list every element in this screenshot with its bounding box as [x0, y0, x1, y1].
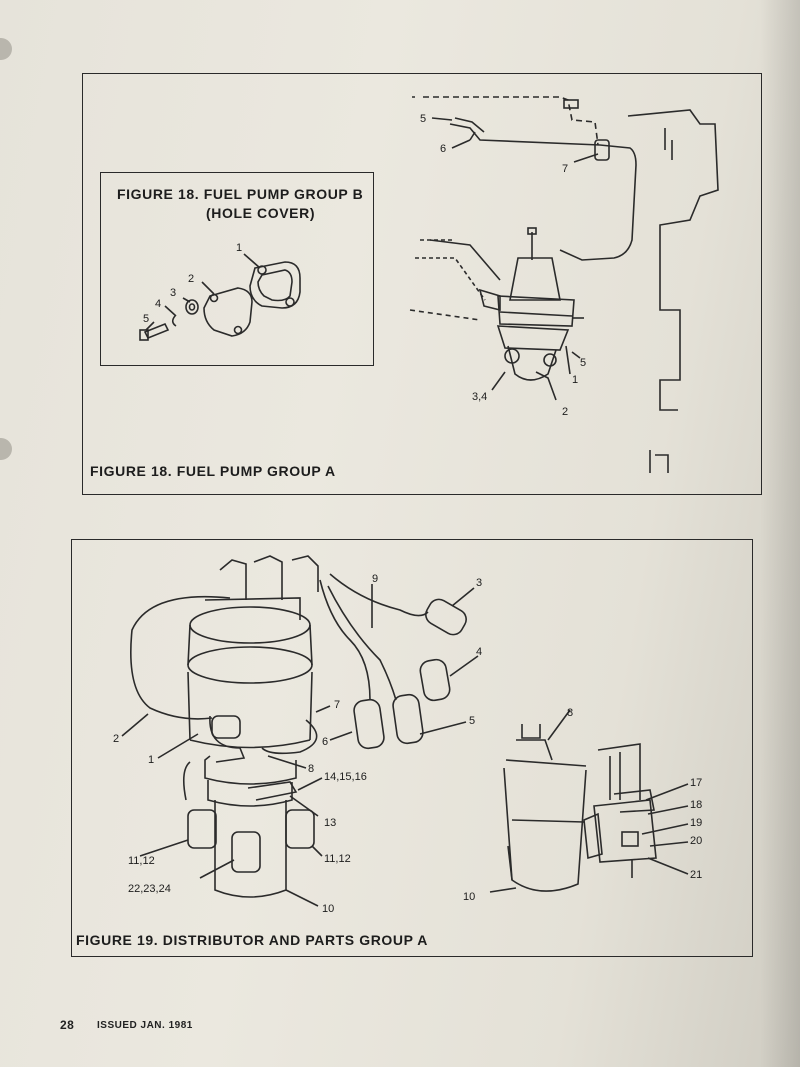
callout: 2	[113, 733, 119, 745]
callout: 13	[324, 817, 336, 829]
figure-18b-callouts: 1 2 3 4 5	[143, 242, 242, 325]
callout: 4	[476, 646, 482, 658]
callout: 3	[476, 577, 482, 589]
binder-hole	[0, 438, 12, 460]
callout: 7	[562, 163, 568, 175]
figure-18b-inset	[100, 172, 374, 366]
callout: 17	[690, 777, 702, 789]
callout: 3,4	[472, 391, 487, 403]
callout: 14,15,16	[324, 771, 367, 783]
callout: 9	[372, 573, 378, 585]
callout: 7	[334, 699, 340, 711]
page-number: 28	[60, 1018, 75, 1032]
callout: 1	[572, 374, 578, 386]
callout: 2	[562, 406, 568, 418]
callout: 8	[308, 763, 314, 775]
callout: 5	[469, 715, 475, 727]
figure-19-callouts: 9 3 4 7 2 1 6 5 8 14,15,16 13 11,12 11,1…	[113, 573, 702, 915]
figure-18b-caption-line1: FIGURE 18. FUEL PUMP GROUP B	[117, 186, 364, 202]
callout: 1	[148, 754, 154, 766]
callout: 21	[690, 869, 702, 881]
callout: 11,12	[324, 853, 351, 865]
page-edge-shadow	[760, 0, 800, 1067]
binder-hole	[0, 38, 12, 60]
callout: 19	[690, 817, 702, 829]
figure-18b-caption-line2: (HOLE COVER)	[206, 205, 316, 221]
callout: 3	[170, 287, 176, 299]
callout: 4	[155, 298, 161, 310]
figure-18a-callouts: 5 6 7 5 1 3,4 2	[420, 113, 586, 418]
callout: 1	[236, 242, 242, 254]
callout: 2	[188, 273, 194, 285]
issue-date: ISSUED JAN. 1981	[97, 1020, 193, 1031]
callout: 22,23,24	[128, 883, 171, 895]
callout: 6	[322, 736, 328, 748]
callout: 20	[690, 835, 702, 847]
callout: 18	[690, 799, 702, 811]
figure-19-caption: FIGURE 19. DISTRIBUTOR AND PARTS GROUP A	[76, 932, 428, 948]
callout: 5	[580, 357, 586, 369]
callout: 8	[567, 707, 573, 719]
callout: 5	[420, 113, 426, 125]
callout: 10	[322, 903, 334, 915]
callout: 10	[463, 891, 475, 903]
callout: 11,12	[128, 855, 155, 867]
figure-18-panel	[82, 73, 762, 495]
figure-18a-caption: FIGURE 18. FUEL PUMP GROUP A	[90, 463, 336, 479]
callout: 5	[143, 313, 149, 325]
callout: 6	[440, 143, 446, 155]
figure-19-panel	[71, 539, 753, 957]
